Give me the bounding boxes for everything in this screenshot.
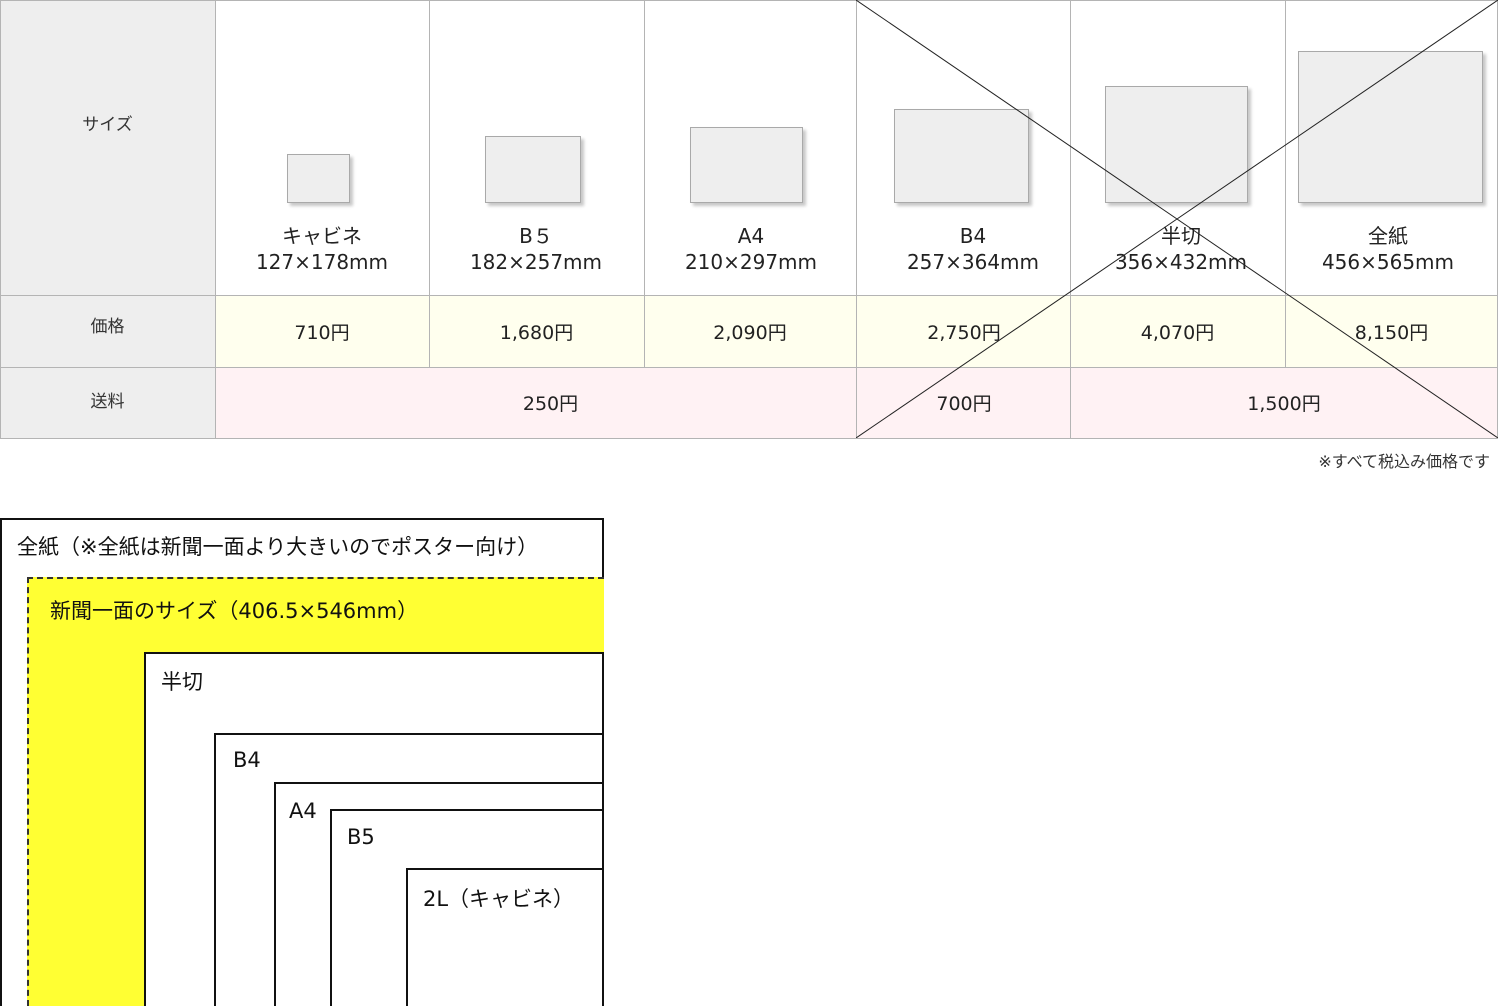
grid-line	[0, 295, 1498, 296]
paper-thumb-b5	[485, 136, 581, 203]
paper-thumb-a4	[690, 127, 803, 203]
price-cell-a4: 2,090円	[644, 295, 856, 367]
grid-line	[0, 438, 1498, 439]
paper-thumb-hansetsu	[1105, 86, 1248, 203]
crossed-out-mark	[856, 0, 1498, 438]
price-cell-zenshi: 8,150円	[1285, 295, 1498, 367]
price-cell-b4: 2,750円	[856, 295, 1070, 367]
grid-line	[0, 367, 1498, 368]
tax-note: ※すべて税込み価格です	[1318, 452, 1490, 471]
grid-line	[1285, 0, 1286, 367]
label-newspaper: 新聞一面のサイズ（406.5×546mm）	[50, 599, 419, 623]
shipping-cell-b4: 700円	[856, 367, 1070, 438]
shipping-cell-large: 1,500円	[1070, 367, 1498, 438]
paper-thumb-cabinet	[287, 154, 350, 203]
label-a4: A4	[289, 799, 317, 823]
row-header-price: 価格	[0, 295, 215, 367]
grid-line	[0, 0, 1498, 1]
row-header-shipping: 送料	[0, 367, 215, 438]
price-cell-b5: 1,680円	[429, 295, 644, 367]
shipping-cell-small: 250円	[215, 367, 856, 438]
box-cabinet	[406, 868, 604, 1006]
grid-line	[1070, 0, 1071, 438]
paper-thumb-zenshi	[1298, 51, 1483, 203]
label-zenshi: 全紙（※全紙は新聞一面より大きいのでポスター向け）	[17, 535, 539, 559]
price-cell-cabinet: 710円	[215, 295, 429, 367]
grid-line	[429, 0, 430, 367]
paper-thumb-b4	[894, 109, 1029, 203]
label-b5: B5	[347, 825, 375, 849]
grid-line	[644, 0, 645, 367]
label-cabinet: 2L（キャビネ）	[423, 887, 575, 911]
label-b4: B4	[233, 748, 261, 772]
label-hansetsu: 半切	[161, 670, 203, 694]
row-header-size: サイズ	[0, 0, 215, 295]
price-cell-hansetsu: 4,070円	[1070, 295, 1285, 367]
grid-line	[215, 0, 216, 438]
grid-line	[856, 0, 857, 438]
grid-line	[0, 0, 1, 438]
